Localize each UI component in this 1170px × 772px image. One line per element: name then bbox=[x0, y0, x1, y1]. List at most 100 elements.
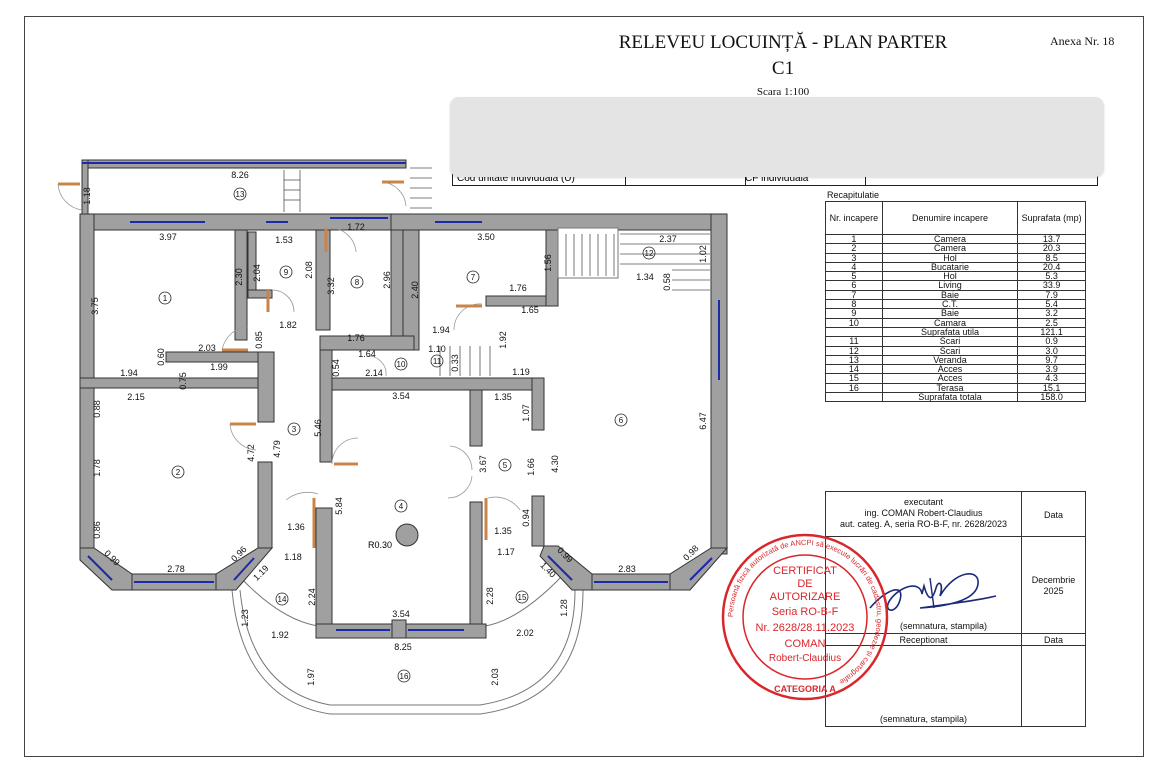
room-marker-circle bbox=[275, 592, 289, 606]
dimension-label: 0.85 bbox=[254, 331, 264, 349]
dimension-label: 3.50 bbox=[477, 232, 495, 242]
dimension-label: 1.99 bbox=[210, 362, 228, 372]
dimension-label: 0.88 bbox=[92, 400, 102, 418]
dimension-label: 1.07 bbox=[521, 404, 531, 422]
dimension-label: 3.67 bbox=[478, 455, 488, 473]
recap-title: Recapitulatie bbox=[827, 190, 880, 200]
room-marker: 1 bbox=[158, 291, 172, 305]
room-number: 5 bbox=[503, 461, 508, 470]
recap-cell-name: Scari bbox=[881, 336, 1019, 347]
dimension-label: 0.94 bbox=[521, 509, 531, 527]
dimension-label: 1.72 bbox=[347, 222, 365, 232]
recap-cell-name: Veranda bbox=[881, 354, 1019, 366]
dimension-label: 2.03 bbox=[198, 343, 216, 353]
recap-cell-area: 2.5 bbox=[1017, 317, 1086, 328]
dimension-label: 2.30 bbox=[234, 268, 244, 286]
room-number: 13 bbox=[236, 190, 245, 199]
dimension-label: 8.25 bbox=[394, 642, 412, 652]
dimension-label: 2.24 bbox=[307, 588, 317, 606]
stamp-category: CATEGORIA A bbox=[774, 684, 836, 694]
room-marker: 14 bbox=[275, 592, 289, 606]
dimension-label: 1.64 bbox=[358, 349, 376, 359]
room-marker: 13 bbox=[233, 187, 247, 201]
received-date-label: Data bbox=[1043, 635, 1063, 645]
stamp-line-3: AUTORIZARE bbox=[770, 591, 841, 603]
stamp-inner-ring bbox=[742, 554, 868, 680]
annex-label: Anexa Nr. 18 bbox=[1050, 34, 1115, 48]
room-marker-circle bbox=[171, 465, 185, 479]
stamp-line-2: DE bbox=[797, 578, 812, 590]
dimension-label: 2.08 bbox=[304, 261, 314, 279]
room-number: 6 bbox=[619, 416, 624, 425]
room-marker-circle bbox=[350, 275, 364, 289]
date-year: 2025 bbox=[1043, 586, 1064, 596]
dimension-label: 1.35 bbox=[494, 526, 512, 536]
dimension-label: 1.02 bbox=[698, 245, 708, 263]
recap-cell-name: Baie bbox=[881, 308, 1019, 319]
recap-cell-area: 5.3 bbox=[1017, 271, 1086, 282]
room-marker-circle bbox=[614, 413, 628, 427]
recap-table: Nr. incapere Denumire incapere Suprafata… bbox=[825, 201, 1086, 403]
dimension-label: 2.83 bbox=[618, 564, 636, 574]
recap-cell-name: Acces bbox=[881, 364, 1019, 375]
dimension-label: 1.19 bbox=[512, 367, 530, 377]
recap-cell-name: Terasa bbox=[881, 382, 1019, 394]
dimension-label: 6.47 bbox=[698, 412, 708, 430]
cod-unitate-value bbox=[625, 172, 746, 185]
walls bbox=[79, 159, 729, 639]
door-leaves bbox=[58, 180, 488, 548]
recap-cell-name: Acces bbox=[881, 373, 1019, 384]
dimension-label: 1.76 bbox=[509, 283, 527, 293]
room-marker-circle bbox=[430, 354, 444, 368]
dimension-label: 1.94 bbox=[120, 368, 138, 378]
dimension-label: 2.40 bbox=[410, 281, 420, 299]
stamp-line-4: Seria RO-B-F bbox=[772, 606, 839, 618]
page-title: RELEVEU LOCUINȚĂ - PLAN PARTER bbox=[618, 32, 948, 53]
recap-cell-name: Bucatarie bbox=[881, 261, 1019, 273]
room-number: 1 bbox=[163, 294, 168, 303]
dimension-label: 3.97 bbox=[159, 232, 177, 242]
room-number: 9 bbox=[284, 268, 289, 277]
room-marker-circle bbox=[279, 265, 293, 279]
recap-cell-name: Camera bbox=[881, 243, 1019, 254]
dimension-label: 0.58 bbox=[662, 273, 672, 291]
recap-header-name: Denumire incapere bbox=[881, 201, 1019, 235]
room-number: 4 bbox=[399, 502, 404, 511]
room-marker-circle bbox=[158, 291, 172, 305]
doors bbox=[57, 181, 521, 511]
stamp-line-7: Robert-Claudius bbox=[769, 653, 841, 664]
dimension-label: 1.18 bbox=[284, 552, 302, 562]
dimension-label: 2.03 bbox=[490, 668, 500, 686]
room-number: 2 bbox=[176, 468, 181, 477]
room-marker: 10 bbox=[394, 357, 408, 371]
room-marker: 3 bbox=[287, 422, 301, 436]
dimension-label: 1.56 bbox=[543, 254, 553, 272]
dimension-label: 0.33 bbox=[450, 354, 460, 372]
dimension-label: 1.18 bbox=[82, 187, 92, 205]
building-code: C1 bbox=[771, 58, 795, 79]
executant-sign-note: (semnatura, stampila) bbox=[899, 621, 988, 631]
room-marker: 5 bbox=[498, 458, 512, 472]
dimension-label: 8.26 bbox=[231, 170, 249, 180]
dimension-label: 4.30 bbox=[550, 455, 560, 473]
dimension-label: 1.36 bbox=[287, 522, 305, 532]
dimension-label: 2.04 bbox=[252, 264, 262, 282]
authorization-stamp: Persoană fizică autorizată de ANCPI să e… bbox=[721, 533, 889, 701]
recap-cell-name: Camera bbox=[881, 233, 1019, 245]
room-marker: 7 bbox=[466, 270, 480, 284]
room-number: 7 bbox=[471, 273, 476, 282]
redaction-block bbox=[450, 97, 1104, 177]
recap-cell-area: 158.0 bbox=[1017, 392, 1086, 403]
room-number: 11 bbox=[433, 357, 442, 366]
recap-cell-name: Suprafata utila bbox=[881, 326, 1019, 338]
